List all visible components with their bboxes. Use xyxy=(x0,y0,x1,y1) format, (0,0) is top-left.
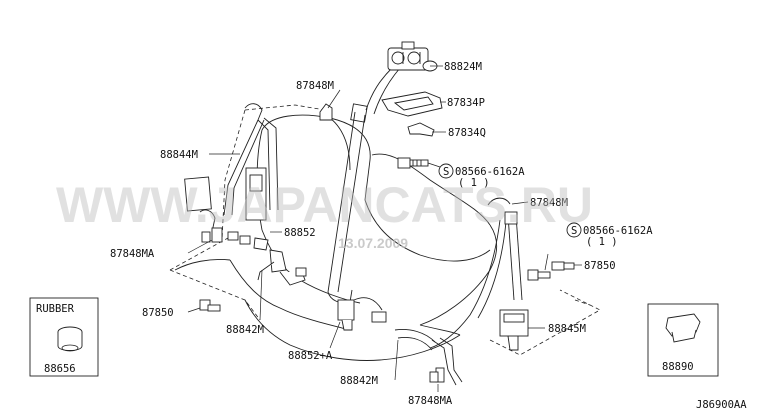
watermark-date: 13.07.2009 xyxy=(338,235,408,251)
label-87848ma-bottom: 87848MA xyxy=(408,395,453,407)
bottom-belt-88842m xyxy=(394,329,463,386)
label-88842m-left: 88842M xyxy=(226,324,264,336)
left-belt-88844m xyxy=(184,103,279,243)
inset-88890: 88890 xyxy=(647,303,719,377)
label-88852a: 88852+A xyxy=(288,350,333,362)
label-08566-b: 08566-6162A xyxy=(583,225,653,237)
leader-lines xyxy=(187,65,582,392)
label-87848m-top: 87848M xyxy=(296,80,334,92)
label-87834q: 87834Q xyxy=(448,127,486,139)
label-87834p: 87834P xyxy=(447,97,485,109)
label-87848m-right: 87848M xyxy=(530,197,568,209)
cover-87834p xyxy=(381,91,443,117)
diagram-code: J86900AA xyxy=(696,399,747,411)
label-88852: 88852 xyxy=(284,227,316,239)
label-87850-left: 87850 xyxy=(142,307,174,319)
label-88824m: 88824M xyxy=(444,61,482,73)
screw-symbol-b: S xyxy=(566,222,582,238)
screw-symbol-b-text: S xyxy=(571,225,577,237)
inset-88890-part: 88890 xyxy=(662,361,694,373)
retractor-88824m xyxy=(387,41,438,72)
watermark-text: WWW.JAPANCATS.RU xyxy=(56,177,593,233)
screw-symbol-a: S xyxy=(438,163,454,179)
label-87850-right: 87850 xyxy=(584,260,616,272)
bolts-lower xyxy=(199,261,575,383)
callout-labels: 88824M 87848M 87834P 87834Q 88844M 08566… xyxy=(110,61,653,407)
label-08566-a: 08566-6162A xyxy=(455,166,525,178)
right-belt-88845m xyxy=(429,197,529,351)
label-08566-a-qty: ( 1 ) xyxy=(458,177,490,189)
label-87848ma-left: 87848MA xyxy=(110,248,155,260)
label-88842m-bottom: 88842M xyxy=(340,375,378,387)
inset-rubber-title: RUBBER xyxy=(36,303,75,315)
screw-symbol-a-text: S xyxy=(443,166,449,178)
buckle-assembly-left xyxy=(227,231,307,286)
label-88844m: 88844M xyxy=(160,149,198,161)
inset-rubber: RUBBER 88656 xyxy=(29,297,99,377)
bolt-upper xyxy=(397,157,429,169)
inset-rubber-part: 88656 xyxy=(44,363,76,375)
label-88845m: 88845M xyxy=(548,323,586,335)
cover-87848m-top xyxy=(319,103,333,121)
label-08566-b-qty: ( 1 ) xyxy=(586,236,618,248)
clip-87834q xyxy=(407,122,435,137)
buckle-88852a xyxy=(337,297,387,331)
